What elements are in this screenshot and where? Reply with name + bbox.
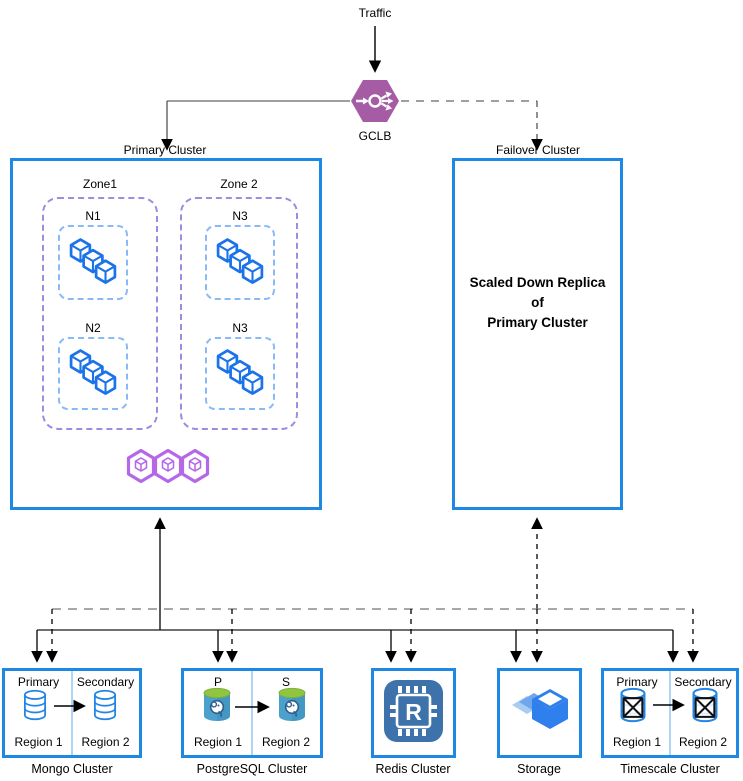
timescale-primary-label: Primary (616, 675, 658, 689)
primary-cluster-label: Primary Cluster (123, 143, 207, 157)
zone1-label: Zone1 (82, 177, 118, 191)
traffic-label: Traffic (358, 6, 392, 20)
node-n1-box (58, 225, 128, 300)
failover-description-line1: Scaled Down Replica (469, 275, 606, 290)
mongo-db-icon (20, 689, 50, 721)
mongo-primary-label: Primary (17, 675, 60, 689)
redis-cluster-box: R (371, 668, 456, 758)
node-n3b-label: N3 (232, 321, 248, 335)
zone1-box (42, 197, 158, 430)
node-n3a-label: N3 (232, 209, 248, 223)
failover-description-line2: of (531, 295, 544, 310)
storage-name: Storage (517, 762, 561, 776)
region-divider (669, 671, 671, 755)
node-n3b-box (205, 337, 275, 410)
timescale-region1-label: Region 1 (612, 735, 662, 749)
mongo-cluster-name: Mongo Cluster (31, 762, 113, 776)
workloads-icon (69, 237, 117, 284)
redis-memorystore-icon: R (383, 679, 444, 743)
gclb-label: GCLB (358, 129, 392, 143)
gclb-icon (349, 78, 401, 129)
workloads-icon (216, 237, 264, 284)
postgres-region2-label: Region 2 (261, 735, 311, 749)
timescale-region2-label: Region 2 (678, 735, 728, 749)
node-n1-label: N1 (85, 209, 101, 223)
failover-cluster-box: Scaled Down Replica of Primary Cluster (452, 158, 623, 510)
storage-icon (508, 681, 572, 743)
postgres-primary-label: P (213, 675, 222, 689)
postgres-db-icon (201, 687, 233, 723)
timescale-db-icon (688, 687, 722, 723)
mongo-db-icon (90, 689, 120, 721)
pods-icon (126, 448, 210, 489)
primary-cluster-box: Zone1 Zone 2 N1 N2 N3 (10, 158, 322, 510)
failover-description: Scaled Down Replica of Primary Cluster (455, 273, 620, 333)
storage-box (497, 668, 582, 758)
timescale-db-icon (616, 687, 650, 723)
postgresql-cluster-name: PostgreSQL Cluster (196, 762, 308, 776)
node-n3a-box (205, 225, 275, 300)
workloads-icon (216, 348, 264, 395)
postgresql-cluster-box: P S Region 1 Region 2 (181, 668, 323, 758)
failover-cluster-label: Failover Cluster (495, 143, 581, 157)
postgres-secondary-label: S (281, 675, 290, 689)
redis-icon-letter: R (405, 699, 422, 725)
zone2-box (180, 197, 298, 430)
node-n2-label: N2 (85, 321, 101, 335)
mongo-cluster-box: Primary Secondary Region 1 Region 2 (2, 668, 142, 758)
mongo-secondary-label: Secondary (76, 675, 135, 689)
redis-cluster-name: Redis Cluster (375, 762, 451, 776)
zone2-label: Zone 2 (220, 177, 258, 191)
workloads-icon (69, 348, 117, 395)
timescale-secondary-label: Secondary (674, 675, 732, 689)
mongo-region1-label: Region 1 (14, 735, 63, 749)
node-n2-box (58, 337, 128, 410)
timescale-cluster-box: Primary Secondary Region 1 Region 2 (601, 668, 739, 758)
mongo-region2-label: Region 2 (81, 735, 130, 749)
timescale-cluster-name: Timescale Cluster (620, 762, 720, 776)
region-divider (71, 671, 73, 755)
region-divider (251, 671, 253, 755)
failover-description-line3: Primary Cluster (487, 315, 588, 330)
postgres-region1-label: Region 1 (193, 735, 243, 749)
postgres-db-icon (276, 687, 308, 723)
